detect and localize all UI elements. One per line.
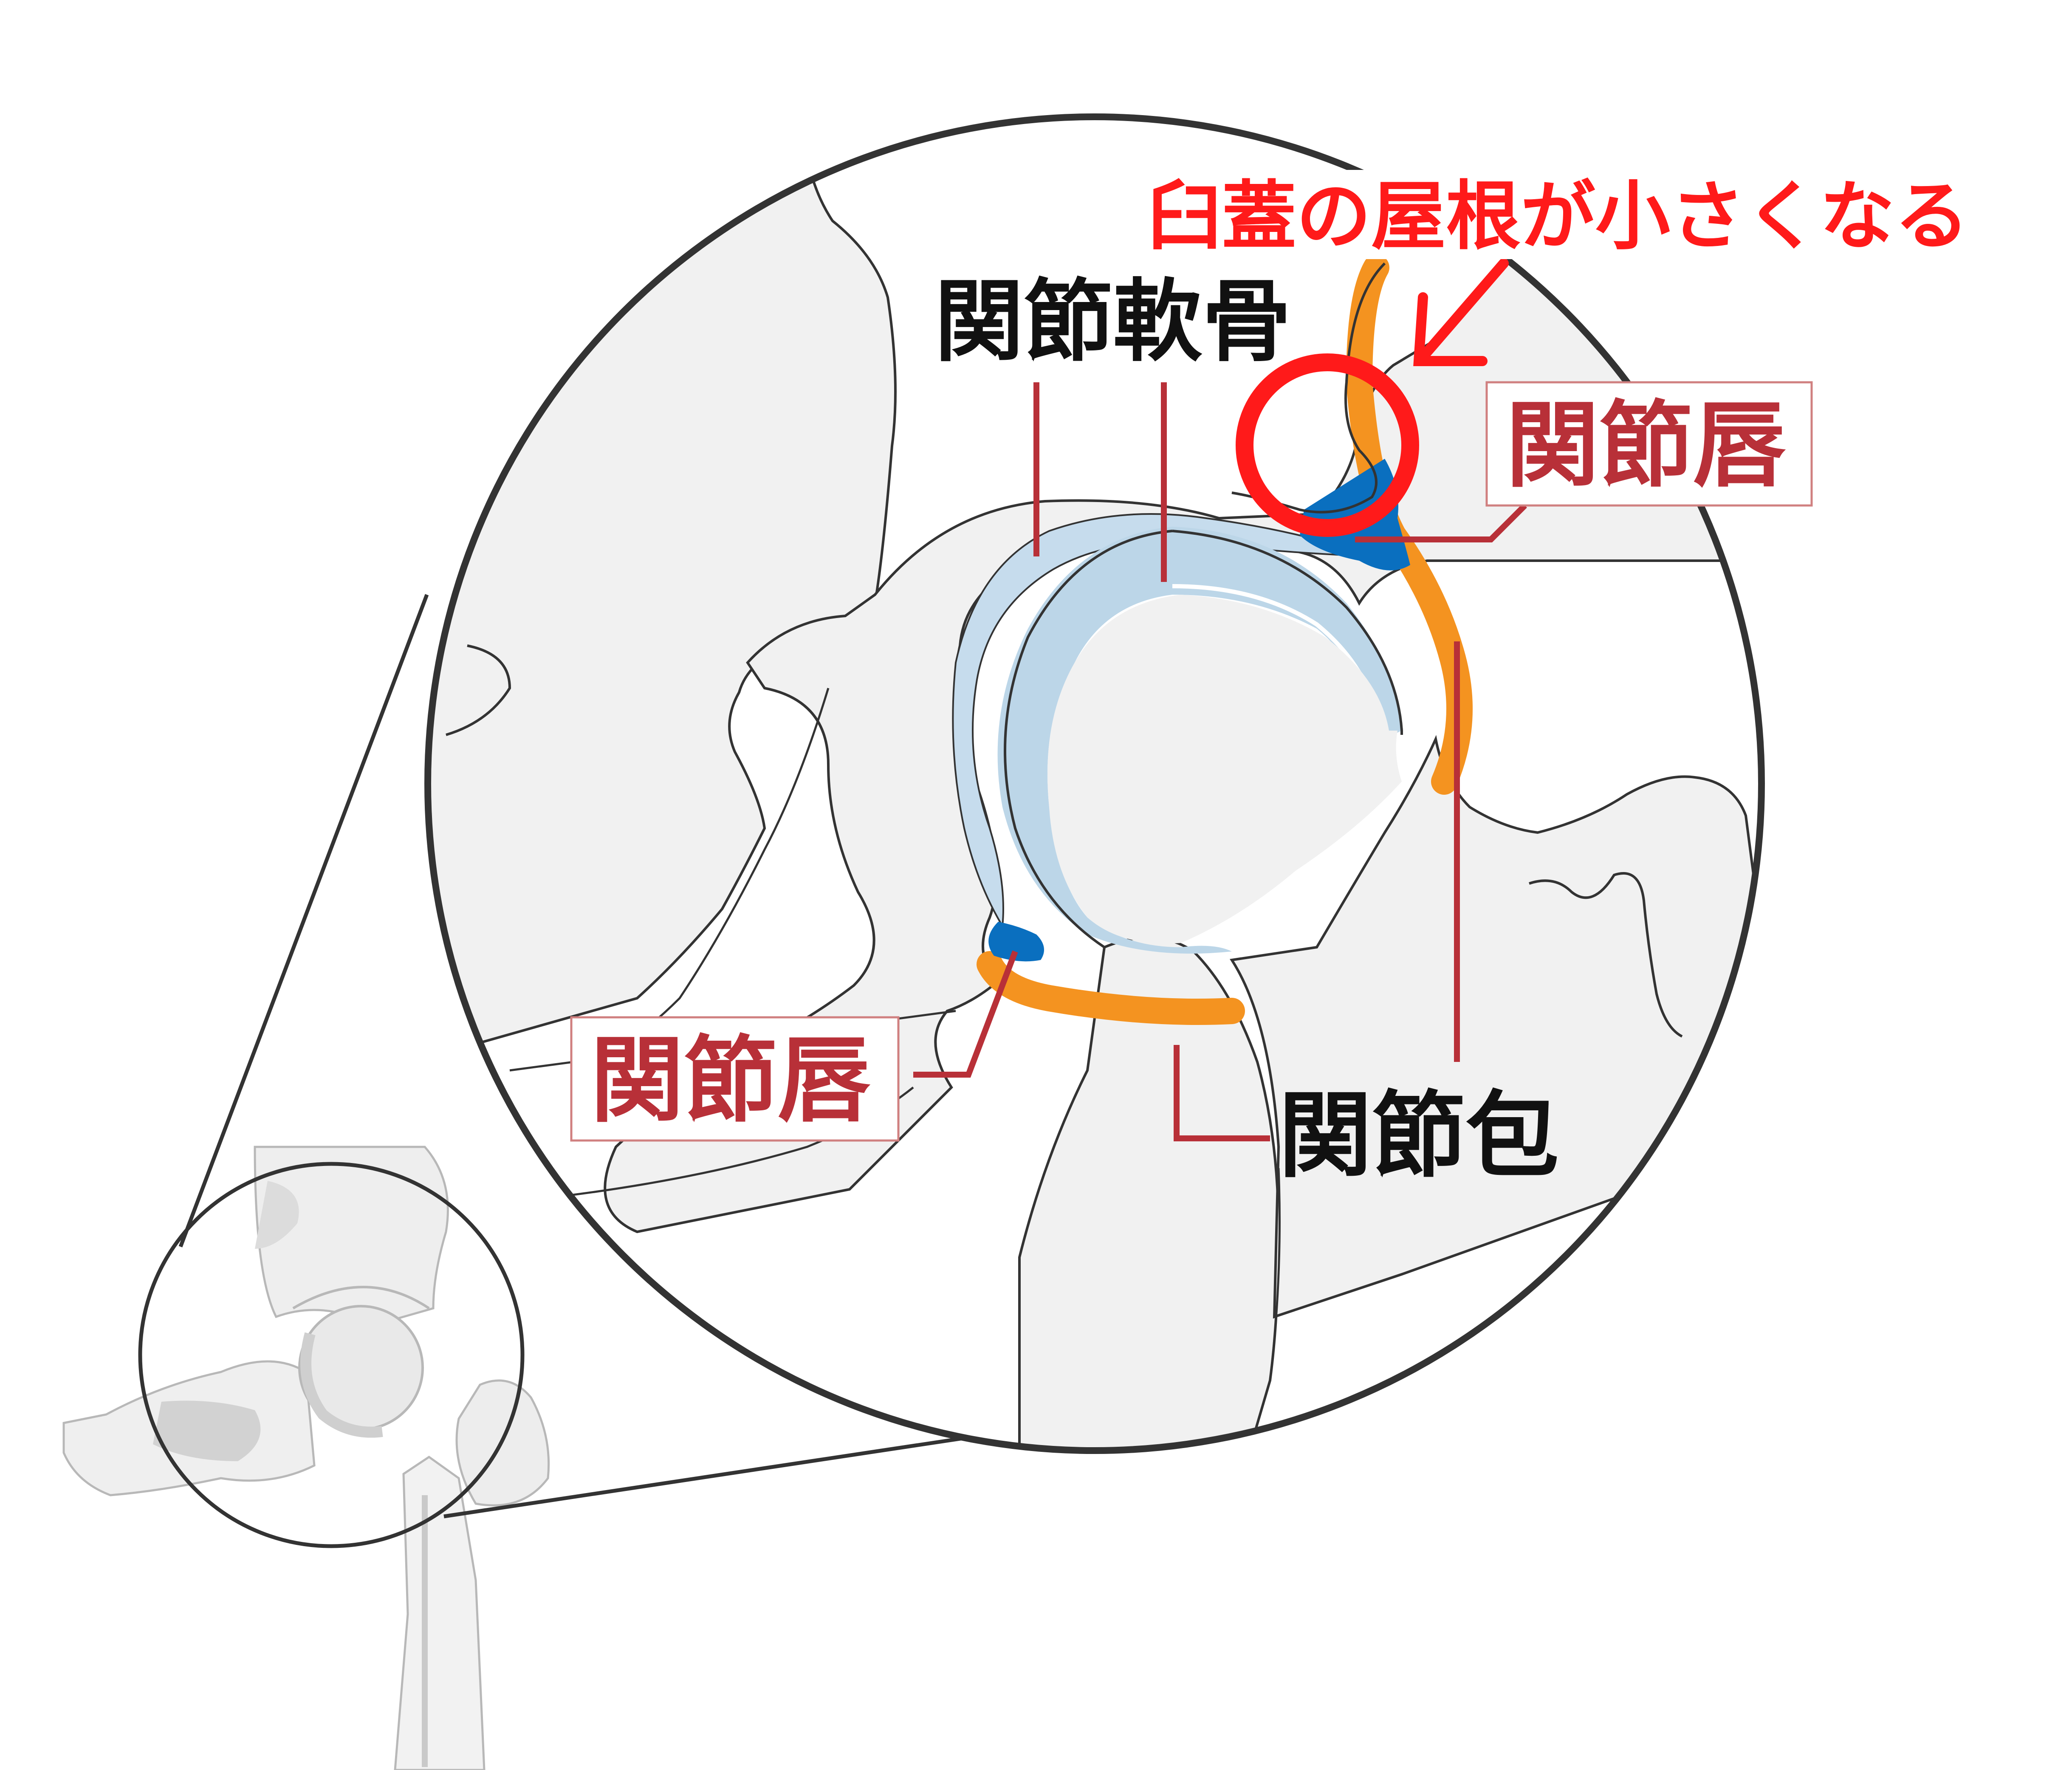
labrum-right-box	[1485, 381, 1813, 507]
leader-labrum-right	[1355, 503, 1527, 542]
callout-text: 臼蓋の屋根が小さくなる	[1147, 173, 1969, 260]
acetabular-roof-highlight-ring	[1236, 353, 1419, 537]
overview-femur-shaft	[394, 1455, 486, 1770]
labrum-lower	[988, 922, 1044, 962]
acetabular-cartilage	[952, 513, 1372, 929]
callout-box	[1143, 170, 2072, 259]
labrum-left-box	[570, 1016, 900, 1142]
magnified-ring	[424, 113, 1765, 1454]
leader-lines	[913, 382, 1527, 1141]
zoom-source-ring	[138, 1162, 525, 1548]
label-labrum-right: 関節唇	[1506, 391, 1786, 500]
leader-labrum-left	[913, 950, 1018, 1078]
femoral-head-bone	[1047, 595, 1402, 944]
label-articular-cartilage: 関節軟骨	[934, 270, 1291, 374]
label-labrum-left: 関節唇	[590, 1026, 871, 1135]
callout-arrow	[1413, 258, 1509, 366]
label-joint-capsule: 関節包	[1279, 1081, 1559, 1190]
greater-trochanter	[1229, 735, 1760, 1319]
overview-hip-illustration	[62, 1146, 550, 1770]
zoom-connector-upper	[178, 594, 429, 1248]
leader-capsule-lower	[1174, 1045, 1270, 1141]
